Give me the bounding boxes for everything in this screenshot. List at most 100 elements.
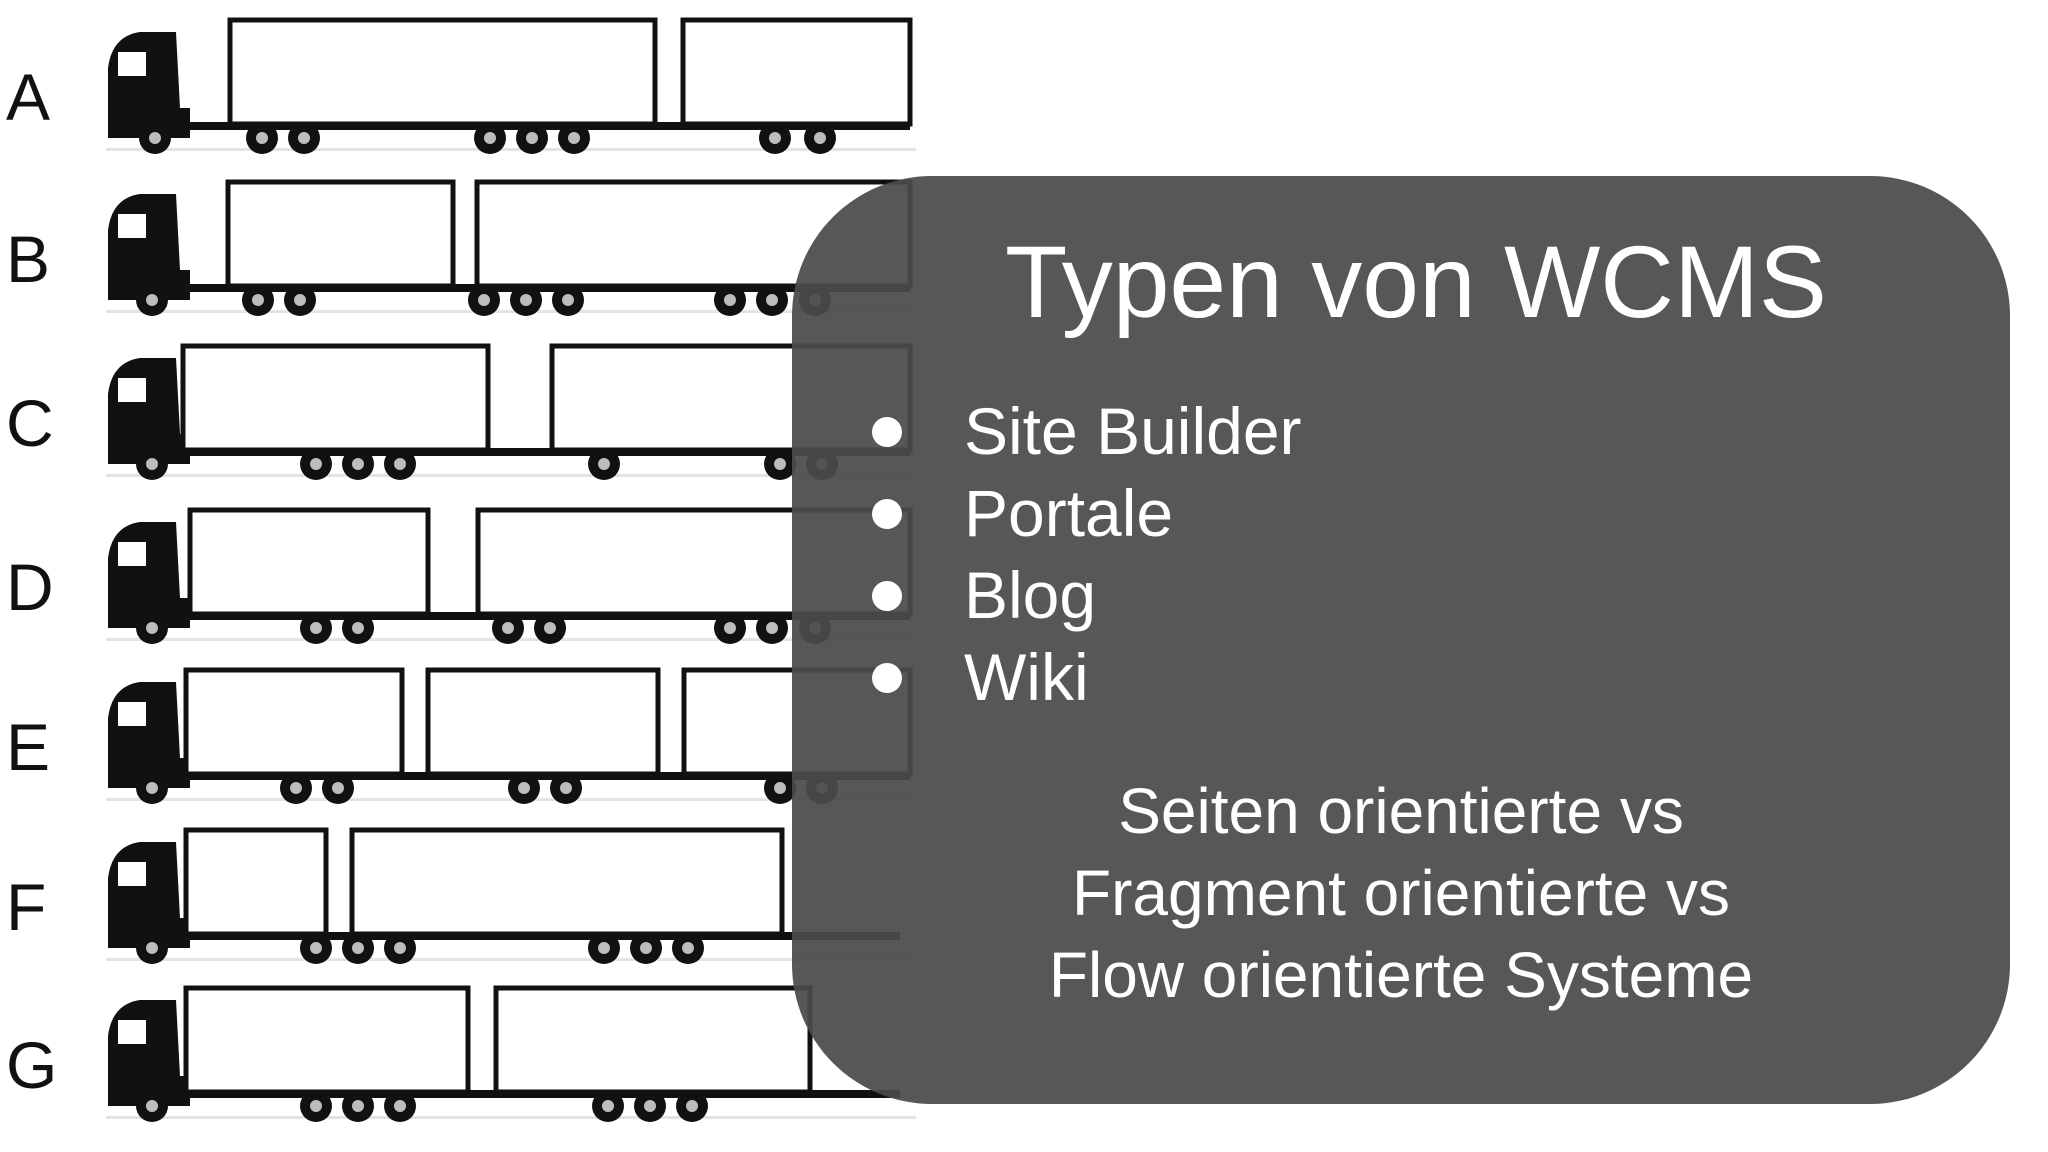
wheel-hub: [560, 782, 572, 794]
cab-window: [118, 1020, 146, 1044]
bullet-icon: [872, 499, 902, 529]
cab-window: [118, 542, 146, 566]
trailer-box: [180, 343, 491, 453]
summary-line: Fragment orientierte vs: [1071, 857, 1731, 929]
truck-row: C: [6, 343, 916, 480]
wheel-hub: [518, 782, 530, 794]
truck-row: D: [6, 507, 916, 644]
cab-window: [118, 862, 146, 886]
wheel-hub: [146, 458, 158, 470]
wheel-hub: [769, 132, 781, 144]
row-label: A: [6, 60, 50, 134]
wheel-hub: [146, 942, 158, 954]
wheel-hub: [394, 1100, 406, 1112]
truck-cab: [108, 522, 190, 628]
row-label: B: [6, 222, 50, 296]
wheel-hub: [478, 294, 490, 306]
truck-row: E: [6, 667, 916, 804]
wheel-hub: [394, 458, 406, 470]
wheel-hub: [724, 294, 736, 306]
wheel-hub: [774, 782, 786, 794]
wheel-hub: [544, 622, 556, 634]
bullet-icon: [872, 663, 902, 693]
wheel-hub: [298, 132, 310, 144]
trailer-box: [425, 667, 661, 777]
wheel-hub: [256, 132, 268, 144]
wheel-hub: [310, 942, 322, 954]
list-item-label: Wiki: [964, 640, 1089, 714]
wheel-hub: [602, 1100, 614, 1112]
wheel-hub: [332, 782, 344, 794]
wheel-hub: [598, 458, 610, 470]
wheel-hub: [598, 942, 610, 954]
truck-row: G: [6, 985, 916, 1122]
wheel-hub: [146, 782, 158, 794]
wheel-hub: [644, 1100, 656, 1112]
list-item-label: Blog: [964, 558, 1097, 632]
wheel-hub: [252, 294, 264, 306]
truck-cab: [108, 194, 190, 300]
wheel-hub: [310, 1100, 322, 1112]
trailer-frame: [683, 122, 910, 130]
trailer-frame: [477, 284, 910, 292]
trailer-frame: [552, 448, 910, 456]
chassis-bar: [180, 448, 900, 456]
truck-cab: [108, 682, 190, 788]
wheel-hub: [520, 294, 532, 306]
ground-line: [106, 1116, 916, 1119]
truck-cab: [108, 32, 190, 138]
cab-window: [118, 52, 146, 76]
trailer-box: [183, 827, 329, 937]
trailer-box: [680, 17, 913, 127]
ground-line: [106, 474, 916, 477]
row-label: F: [6, 870, 46, 944]
wheel-hub: [568, 132, 580, 144]
wheel-hub: [526, 132, 538, 144]
row-label: E: [6, 710, 50, 784]
wheel-hub: [766, 622, 778, 634]
summary-line: Flow orientierte Systeme: [1048, 939, 1754, 1011]
wheel-hub: [640, 942, 652, 954]
wheel-hub: [290, 782, 302, 794]
trailer-frame: [186, 932, 326, 940]
summary-line: Seiten orientierte vs: [1118, 775, 1684, 847]
row-label: C: [6, 386, 54, 460]
trailer-box: [227, 17, 658, 127]
trailer-box: [349, 827, 785, 937]
panel-title: Typen von WCMS: [1005, 225, 1827, 339]
wheel-hub: [146, 294, 158, 306]
bullet-icon: [872, 417, 902, 447]
summary-text: Seiten orientierte vs Fragment orientier…: [792, 770, 2010, 1016]
ground-line: [106, 958, 916, 961]
list-item-label: Site Builder: [964, 394, 1302, 468]
wheel-hub: [682, 942, 694, 954]
wheel-hub: [352, 622, 364, 634]
wheel-hub: [394, 942, 406, 954]
ground-line: [106, 310, 916, 313]
wheel-hub: [146, 1100, 158, 1112]
ground-line: [106, 798, 916, 801]
cab-window: [118, 378, 146, 402]
wheel-hub: [814, 132, 826, 144]
trailer-box: [183, 985, 471, 1095]
list-item-label: Portale: [964, 476, 1174, 550]
wheel-hub: [352, 1100, 364, 1112]
row-label: G: [6, 1028, 57, 1102]
wheel-hub: [149, 132, 161, 144]
row-label: D: [6, 550, 54, 624]
truck-cab: [108, 358, 190, 464]
wheel-hub: [484, 132, 496, 144]
cab-window: [118, 214, 146, 238]
trailer-box: [187, 507, 431, 617]
truck-row: B: [6, 179, 916, 316]
trailer-box: [225, 179, 456, 289]
wheel-hub: [146, 622, 158, 634]
bullet-icon: [872, 581, 902, 611]
trailer-frame: [186, 1090, 468, 1098]
wheel-hub: [502, 622, 514, 634]
wheel-hub: [310, 458, 322, 470]
wcms-types-panel: Typen von WCMS Site Builder Portale Blog…: [792, 176, 2010, 1104]
wheel-hub: [774, 458, 786, 470]
trailer-frame: [183, 448, 488, 456]
